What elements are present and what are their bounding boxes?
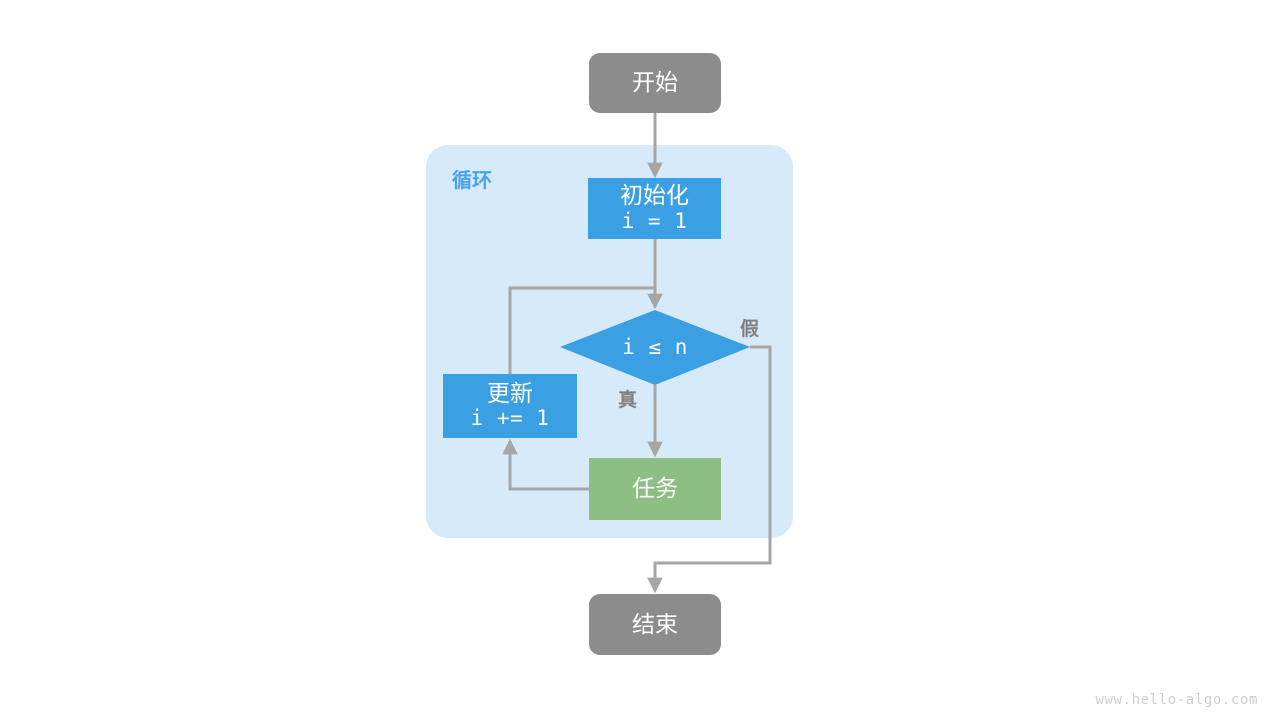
node-init-shape[interactable] <box>588 178 721 239</box>
edge-condition-false-to-end <box>647 345 772 594</box>
node-start-shape[interactable] <box>589 53 721 113</box>
node-update-shape[interactable] <box>443 374 577 438</box>
node-end-shape[interactable] <box>589 594 721 655</box>
edge-task-to-update <box>502 438 589 491</box>
node-task-shape[interactable] <box>589 458 721 520</box>
watermark: www.hello-algo.com <box>1095 692 1258 708</box>
edge-label-true: 真 <box>618 390 638 411</box>
edge-label-false: 假 <box>740 319 760 340</box>
node-condition-shape[interactable] <box>560 310 750 385</box>
edge-update-to-condition <box>508 286 655 374</box>
loop-group-label: 循环 <box>452 170 492 192</box>
